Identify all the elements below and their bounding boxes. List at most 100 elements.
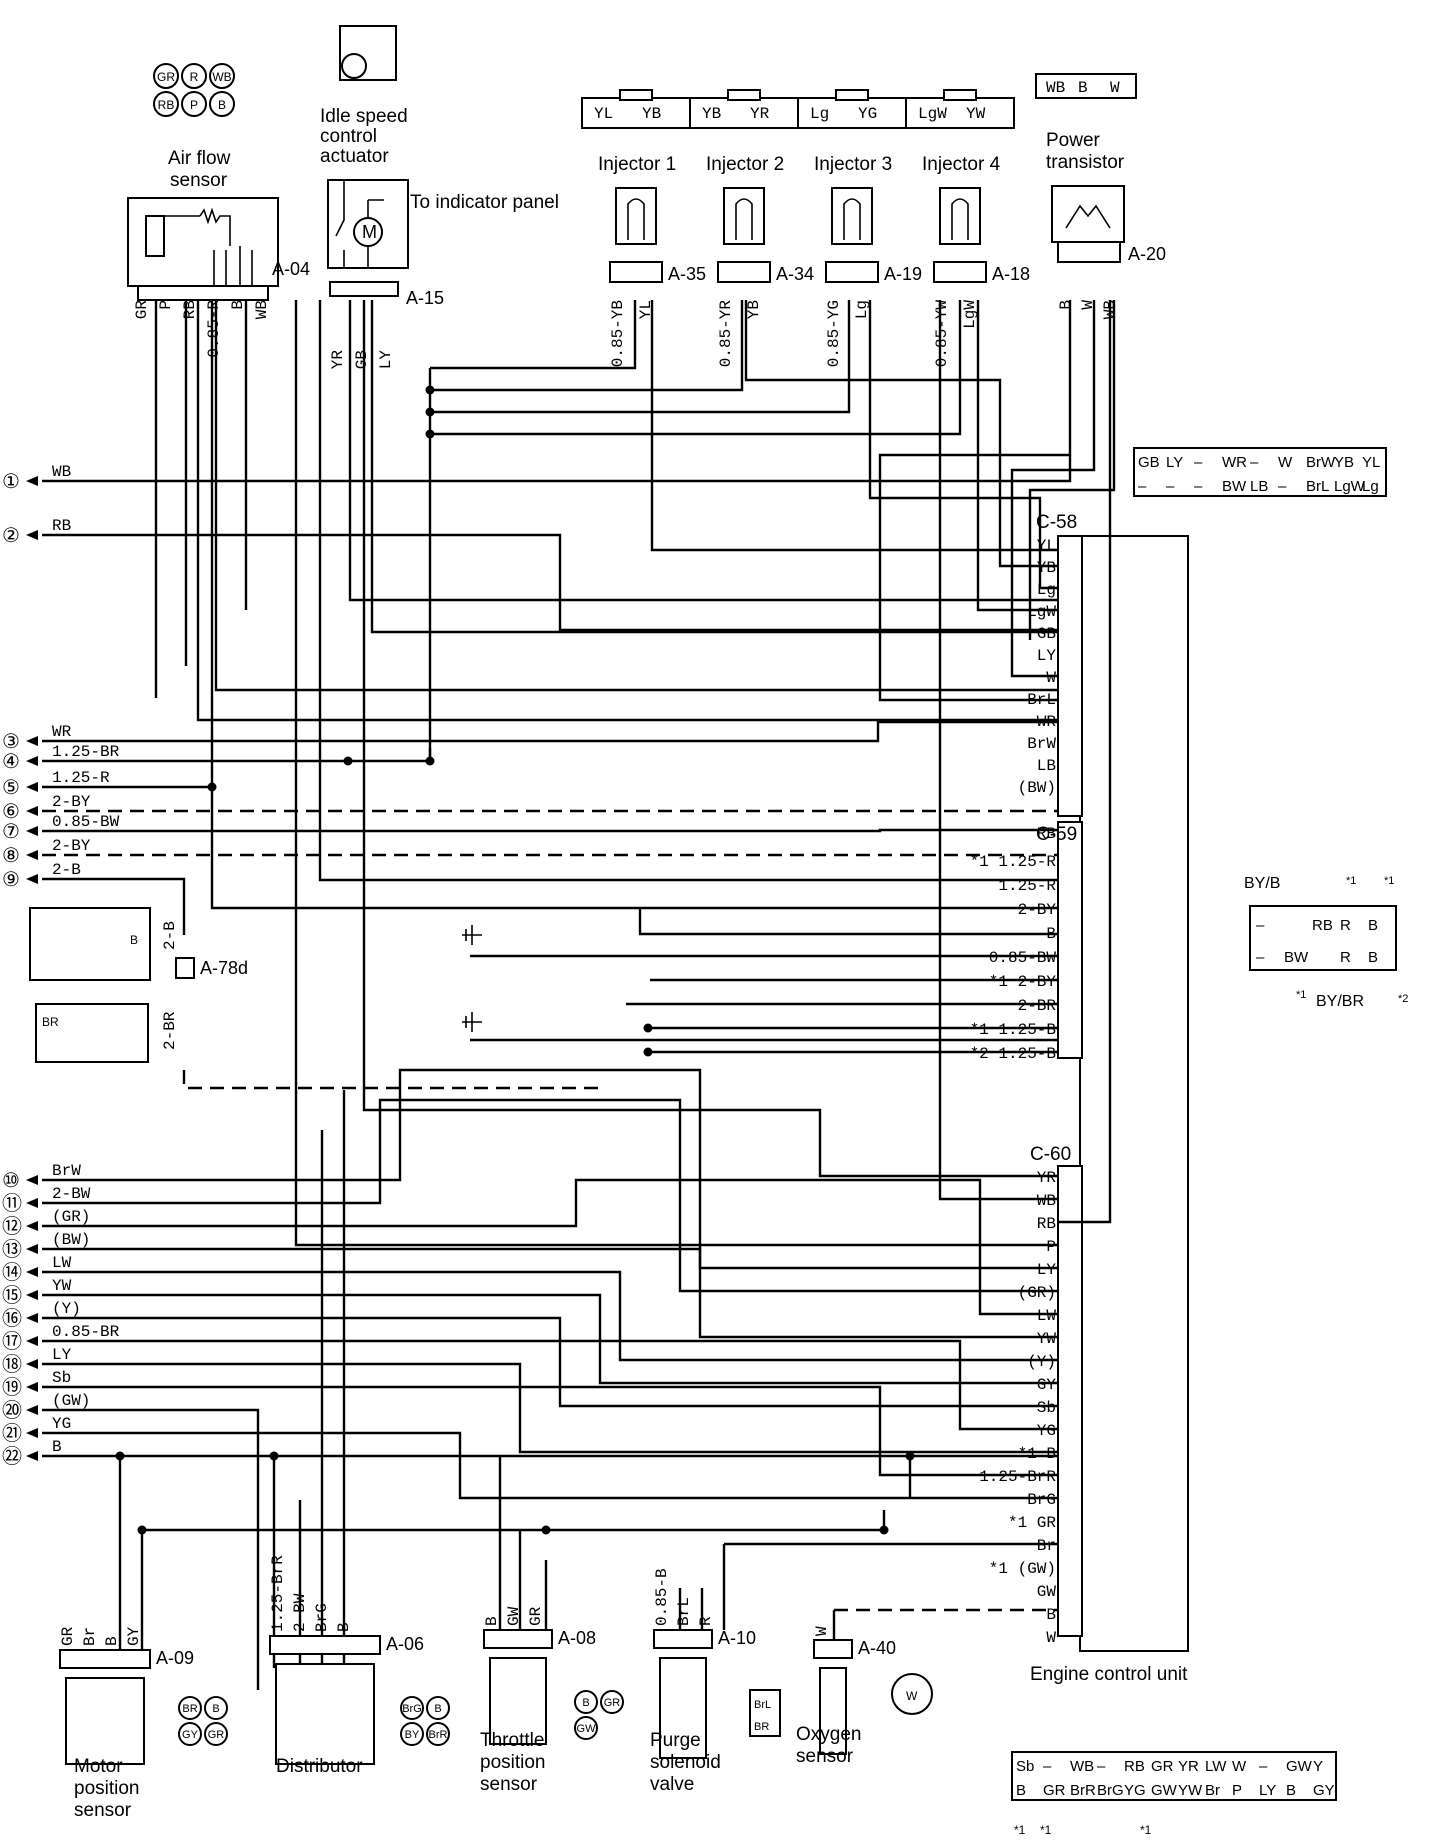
- terminal-number: ②: [2, 525, 20, 547]
- svg-text:M: M: [362, 222, 377, 242]
- face-pin-label: LW: [1205, 1758, 1227, 1775]
- c60-pin-label: GW: [1037, 1583, 1057, 1601]
- connector-id: A-19: [884, 264, 922, 284]
- terminal-arrow: [26, 756, 38, 766]
- c58-pin-label: Lg: [1037, 581, 1056, 599]
- junction-dot: [425, 385, 435, 395]
- terminal-number: ⑭: [2, 1261, 22, 1284]
- terminal-wire-label: 1.25-BR: [52, 743, 120, 761]
- pin-label: BrL: [754, 1699, 771, 1711]
- face-note: *2: [1398, 993, 1408, 1005]
- throttle_sensor-name: Throttle: [480, 1730, 544, 1751]
- face-pin-label: WR: [1222, 454, 1247, 471]
- wire: [42, 1408, 260, 1690]
- injector4-name: Injector 4: [922, 154, 1001, 175]
- motor_position_sensor-connector: [59, 1649, 151, 1669]
- terminal-wire-label: (GW): [52, 1392, 90, 1410]
- terminal-number: ⑲: [2, 1376, 22, 1399]
- wire-label: GR: [527, 1606, 545, 1626]
- face-pin-label: B: [1368, 949, 1378, 966]
- wire-label: R: [697, 1616, 715, 1626]
- face-pin-label: LY: [1259, 1782, 1276, 1799]
- pin-label: B: [218, 98, 226, 112]
- pin-label: B: [212, 1703, 219, 1715]
- face-pin-label: R: [1340, 917, 1351, 934]
- wire-label: YL: [637, 300, 655, 319]
- wire: [430, 300, 744, 392]
- terminal-arrow: [26, 1451, 38, 1461]
- throttle_sensor-body: [489, 1657, 547, 1745]
- connector-id: A-06: [386, 1634, 424, 1654]
- terminal-number: ⑨: [2, 869, 20, 891]
- connector-id: A-34: [776, 264, 814, 284]
- wire-label: GB: [353, 350, 371, 369]
- terminal-arrow: [26, 1267, 38, 1277]
- pin-label: YG: [858, 105, 877, 123]
- c58-pin-label: LY: [1037, 647, 1057, 665]
- wire: [430, 300, 637, 370]
- wire: [370, 300, 1058, 634]
- face-pin-label: BrG: [1097, 1782, 1124, 1799]
- terminal-wire-label: YW: [52, 1277, 72, 1295]
- face-pin-label: –: [1166, 478, 1175, 495]
- air-flow-sensor-name-1: Air flow: [168, 148, 231, 169]
- terminal-wire-label: (BW): [52, 1231, 90, 1249]
- terminal-number: ⑳: [2, 1399, 22, 1422]
- wire: [42, 1098, 1058, 1293]
- face-pin-label: –: [1278, 478, 1287, 495]
- terminal-number: ⑫: [2, 1215, 22, 1238]
- ecu-box: [1079, 535, 1189, 1652]
- c60-pin-label: (GR): [1018, 1284, 1056, 1302]
- purge_valve-name: Purge: [650, 1730, 701, 1751]
- ground-symbol: [462, 1012, 482, 1032]
- c60-pin-label: LY: [1037, 1261, 1057, 1279]
- wire: [638, 908, 1058, 936]
- c58-connector: [1057, 535, 1083, 817]
- wire-label: 2-BR: [161, 1011, 179, 1050]
- c60-pin-label: GY: [1037, 1376, 1057, 1394]
- terminal-arrow: [26, 1313, 38, 1323]
- face-pin-label: GB: [1138, 454, 1160, 471]
- distributor-connector: [269, 1635, 381, 1655]
- pin-label: WB: [1046, 79, 1065, 97]
- c59-pin-label: *2 1.25-B: [970, 1045, 1056, 1063]
- injector1-body: [615, 187, 657, 245]
- c58-name: C-58: [1036, 512, 1077, 533]
- terminal-wire-label: 2-BY: [52, 793, 91, 811]
- terminal-number: ⑮: [2, 1284, 22, 1307]
- c60-pin-label: *1 (GW): [989, 1560, 1056, 1578]
- face-pin-label: BrL: [1306, 478, 1329, 495]
- wire-label: BrL: [675, 1597, 693, 1626]
- face-pin-label: Br: [1205, 1782, 1220, 1799]
- pin-label: YW: [966, 105, 986, 123]
- injector2-body: [723, 187, 765, 245]
- face-pin-label: –: [1138, 478, 1147, 495]
- a78d-face-2: [35, 1003, 149, 1063]
- face-pin-label: Sb: [1016, 1758, 1034, 1775]
- terminal-number: ⑯: [2, 1307, 22, 1330]
- distributor-name: Distributor: [276, 1756, 363, 1777]
- wire-label: B: [335, 1622, 353, 1632]
- connector-id: A-08: [558, 1628, 596, 1648]
- terminal-wire-label: LW: [52, 1254, 72, 1272]
- face-pin-label: YB: [1334, 454, 1354, 471]
- throttle_sensor-name: sensor: [480, 1774, 538, 1795]
- terminal-number: ⑤: [2, 777, 20, 799]
- svg-text:Idle speed: Idle speed: [320, 106, 408, 127]
- wire: [430, 300, 851, 414]
- wire: [938, 300, 1058, 1201]
- face-pin-label: GR: [1043, 1782, 1066, 1799]
- face-pin-label: LgW: [1334, 478, 1366, 495]
- terminal-wire-label: 0.85-BW: [52, 813, 120, 831]
- terminal-arrow: [26, 1405, 38, 1415]
- wires: [42, 300, 1116, 1690]
- distributor-body: [275, 1663, 375, 1765]
- pin-label: R: [190, 70, 199, 84]
- oxygen_sensor-connector: [813, 1639, 853, 1659]
- terminal-arrow: [26, 1382, 38, 1392]
- wire-label: B: [229, 300, 247, 310]
- terminal-arrow: [26, 1198, 38, 1208]
